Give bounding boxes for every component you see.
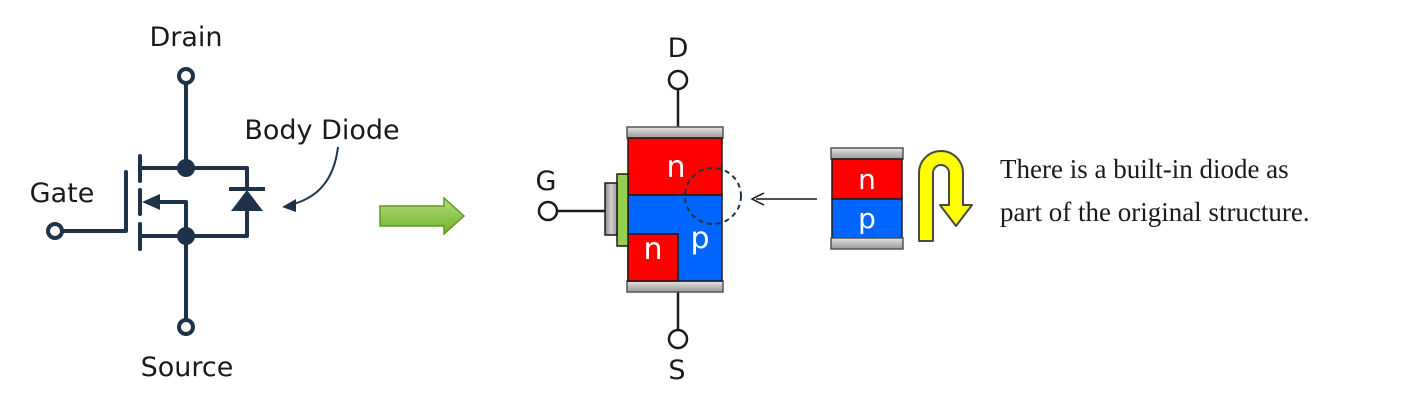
junction-pointer-arrow-icon [750, 192, 765, 206]
n-drift-region [627, 137, 723, 196]
gate-terminal [46, 222, 64, 240]
n-source-region [627, 233, 679, 282]
structure-drain-label: D [668, 33, 689, 64]
note-line-2: part of the original structure. [1000, 197, 1310, 227]
junction-bottom-metal [830, 237, 904, 250]
gate-metal [604, 182, 618, 236]
n-drift-label: n [666, 150, 685, 185]
gate-oxide [616, 173, 629, 247]
n-source-label: n [643, 232, 662, 267]
body-diode-pointer [289, 146, 339, 206]
junction-n-region [831, 158, 903, 200]
structure-gate-terminal [537, 200, 559, 222]
drain-metal [626, 126, 724, 139]
junction-n-label: n [858, 163, 876, 196]
junction-p-region [831, 198, 903, 239]
junction-p-label: p [858, 202, 876, 235]
mosfet-symbol [46, 67, 249, 336]
junction-dot [177, 159, 195, 177]
note-line-1: There is a built-in diode as [1000, 154, 1289, 184]
structure-source-label: S [668, 355, 685, 386]
body-diode-label: Body Diode [244, 115, 399, 146]
source-metal [626, 280, 724, 293]
diode-icon [231, 190, 263, 211]
body-arrow-icon [142, 194, 160, 210]
junction-highlight [684, 167, 742, 225]
diode-bottom-wire [184, 210, 249, 238]
drain-label: Drain [149, 22, 222, 53]
structure-source-terminal [667, 328, 689, 350]
junction-dot [177, 227, 195, 245]
green-arrow-icon [379, 196, 466, 236]
structure-gate-label: G [536, 166, 557, 197]
mosfet-structure: n p n D G S [536, 33, 742, 386]
structure-drain-terminal [667, 69, 689, 91]
source-label: Source [141, 352, 234, 383]
gate-wire [60, 170, 128, 233]
p-body-label: p [690, 221, 709, 256]
junction-top-metal [830, 147, 904, 160]
body-link [154, 200, 188, 238]
pn-junction: n p [830, 147, 904, 250]
drain-terminal [177, 67, 195, 85]
diode-top-wire [184, 166, 249, 190]
pointer-arrow-icon [282, 199, 296, 212]
source-terminal [177, 318, 195, 336]
gate-label: Gate [30, 178, 95, 209]
yellow-uturn-arrow-icon [918, 150, 973, 242]
